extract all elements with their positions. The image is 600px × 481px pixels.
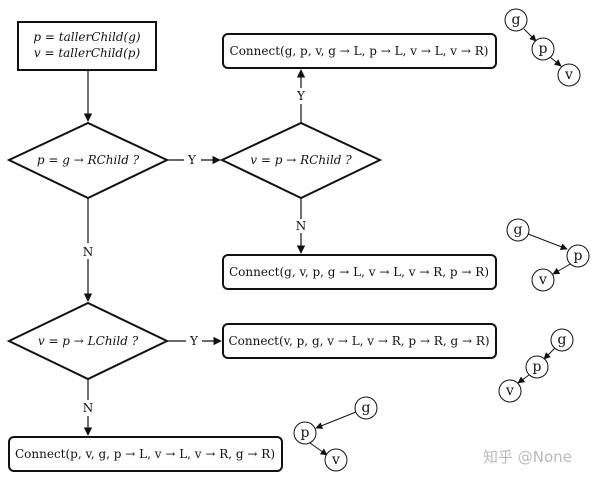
decision-1-label: p = g → RChild ?	[37, 153, 140, 167]
tree-ggl-g-label: g	[512, 12, 521, 28]
action-box-ggl	[222, 33, 497, 69]
d3-yes-label: Y	[189, 334, 199, 348]
tree-pvl-v-label: v	[331, 452, 340, 468]
tree-vpl-node-v	[498, 379, 522, 403]
action-gpr-label: Connect(g, v, p, g → L, v → L, v → R, p …	[229, 265, 489, 279]
tree-gpr-node-v	[531, 268, 555, 292]
start-line-2: v = tallerChild(p)	[34, 46, 141, 60]
tree-vpl-node-g	[550, 328, 574, 352]
tree-ggl: g p v	[504, 8, 581, 87]
action-box-pvl	[8, 436, 283, 472]
tree-gpr-p-label: p	[574, 248, 583, 264]
decision-2-diamond	[219, 121, 383, 200]
tree-gpr-node-g	[506, 218, 530, 242]
action-pvl-label: Connect(p, v, g, p → L, v → L, v → R, g …	[15, 447, 275, 461]
tree-gpr: g p v	[506, 218, 590, 292]
tree-vpl-node-p	[525, 355, 549, 379]
tree-vpl-v-label: v	[505, 383, 514, 399]
tree-pvl-p-label: p	[301, 425, 310, 441]
action-box-vpl	[222, 323, 497, 359]
tree-gpr-node-p	[566, 244, 590, 268]
tree-ggl-p-label: p	[539, 41, 548, 57]
d1-no-label: N	[83, 245, 94, 259]
d3-no-label: N	[83, 401, 94, 415]
tree-pvl-g-label: g	[362, 400, 371, 416]
tree-vpl-p-label: p	[533, 359, 542, 375]
start-box	[17, 21, 157, 71]
tree-pvl-node-p	[293, 421, 317, 445]
start-line-1: p = tallerChild(g)	[33, 30, 140, 44]
tree-gpr-g-label: g	[514, 222, 523, 238]
tree-pvl-node-v	[324, 448, 348, 472]
action-vpl-label: Connect(v, p, g, v → L, v → R, p → R, g …	[228, 334, 489, 348]
action-ggl-label: Connect(g, p, v, g → L, p → L, v → L, v …	[230, 44, 489, 58]
decision-3-label: v = p → LChild ?	[38, 334, 139, 348]
watermark: 知乎 @None	[483, 448, 572, 466]
d1-yes-label: Y	[187, 153, 197, 167]
tree-vpl: g p v	[498, 328, 574, 403]
d2-yes-label: Y	[296, 89, 306, 103]
tree-gpr-v-label: v	[538, 272, 547, 288]
tree-ggl-node-g	[504, 8, 528, 32]
tree-ggl-node-v	[557, 63, 581, 87]
tree-vpl-g-label: g	[558, 332, 567, 348]
tree-pvl-node-g	[354, 396, 378, 420]
decision-2-label: v = p → RChild ?	[250, 153, 352, 167]
tree-ggl-node-p	[531, 37, 555, 61]
d2-no-label: N	[296, 219, 307, 233]
tree-pvl: g p v	[293, 396, 378, 472]
tree-ggl-v-label: v	[564, 67, 573, 83]
action-box-gpr	[222, 254, 497, 290]
